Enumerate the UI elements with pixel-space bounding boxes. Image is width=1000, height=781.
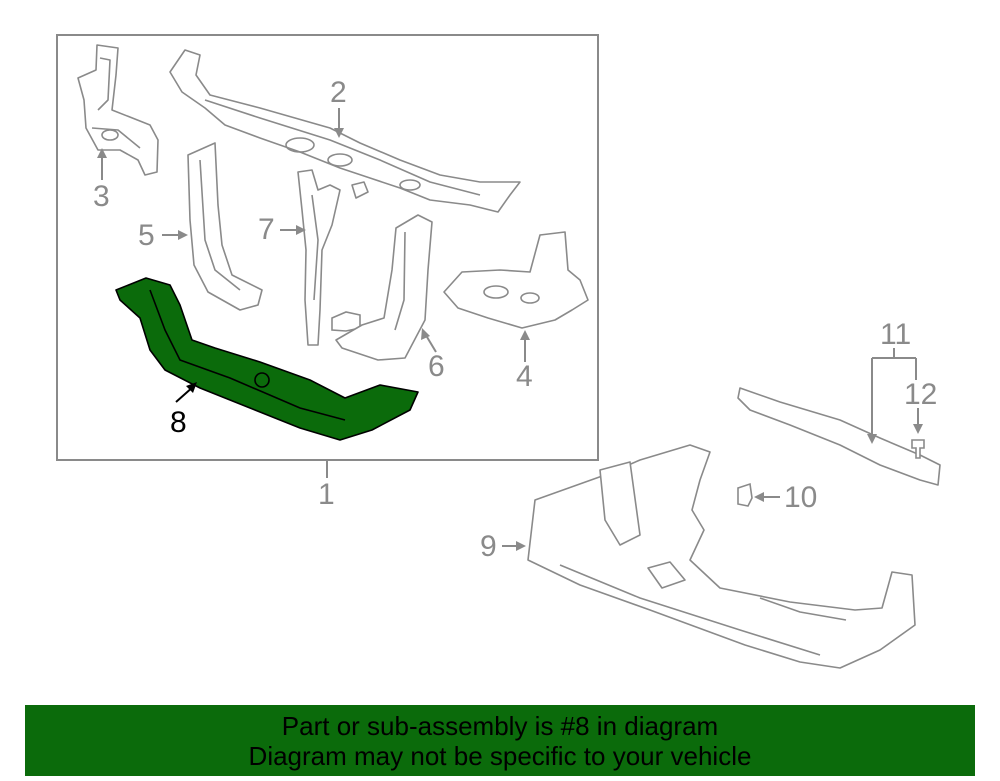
part-10-bolt <box>737 482 753 507</box>
part-9-splash-shield <box>527 444 916 669</box>
disclaimer-banner: Part or sub-assembly is #8 in diagram Di… <box>25 705 975 776</box>
part-5-left-upright <box>187 142 263 311</box>
banner-line-1: Part or sub-assembly is #8 in diagram <box>281 711 719 741</box>
callout-3: 3 <box>93 180 110 213</box>
leader-lines <box>97 108 923 551</box>
callout-11: 11 <box>880 318 912 351</box>
callout-1: 1 <box>318 478 335 511</box>
callout-8: 8 <box>170 406 187 439</box>
part-2-upper-support <box>169 49 521 213</box>
leader-line-8 <box>175 382 197 403</box>
callout-10: 10 <box>784 481 818 514</box>
callout-5: 5 <box>138 219 155 252</box>
callout-2: 2 <box>330 76 347 109</box>
part-12-clip <box>911 439 925 459</box>
part-8-lower-support-highlight <box>115 277 419 441</box>
part-6-right-upright <box>335 214 433 361</box>
callout-4: 4 <box>516 360 533 393</box>
part-11-bar <box>737 387 941 486</box>
part-3-bracket <box>77 44 159 176</box>
callout-9: 9 <box>480 530 497 563</box>
callout-12: 12 <box>904 378 938 411</box>
callout-6: 6 <box>428 350 445 383</box>
part-4-bracket <box>443 231 589 329</box>
callout-7: 7 <box>258 213 275 246</box>
banner-line-2: Diagram may not be specific to your vehi… <box>248 741 752 771</box>
part-7-center-upright <box>297 169 341 346</box>
